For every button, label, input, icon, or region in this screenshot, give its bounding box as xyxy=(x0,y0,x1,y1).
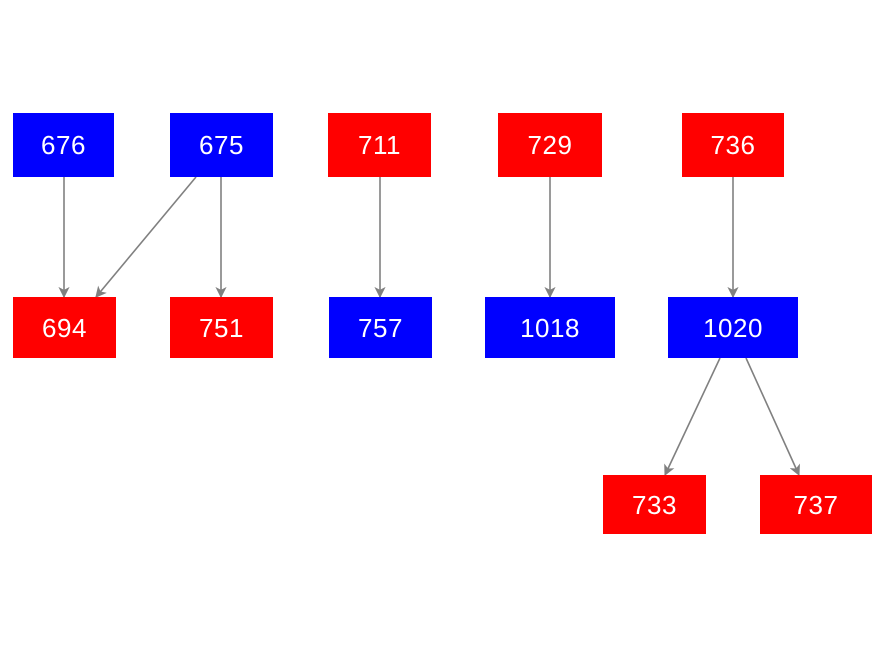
edge-1020-to-737 xyxy=(745,357,800,477)
node-label: 757 xyxy=(358,312,403,343)
node-733[interactable]: 733 xyxy=(603,475,706,534)
node-label: 751 xyxy=(199,312,244,343)
node-label: 711 xyxy=(358,130,401,160)
edge-1020-to-733 xyxy=(664,357,721,477)
node-676[interactable]: 676 xyxy=(13,113,114,177)
node-label: 1018 xyxy=(520,312,580,343)
node-label: 1020 xyxy=(703,312,763,343)
node-757[interactable]: 757 xyxy=(329,297,432,358)
node-label: 694 xyxy=(42,312,87,343)
node-label: 676 xyxy=(41,130,86,160)
node-1020[interactable]: 1020 xyxy=(668,297,798,358)
node-1018[interactable]: 1018 xyxy=(485,297,615,358)
node-737[interactable]: 737 xyxy=(760,475,872,534)
node-751[interactable]: 751 xyxy=(170,297,273,358)
node-736[interactable]: 736 xyxy=(682,113,784,177)
node-label: 675 xyxy=(199,130,244,160)
node-label: 729 xyxy=(527,130,573,160)
node-694[interactable]: 694 xyxy=(13,297,116,358)
edge-675-to-694 xyxy=(95,176,197,298)
node-label: 737 xyxy=(793,489,839,520)
node-711[interactable]: 711 xyxy=(328,113,431,177)
node-675[interactable]: 675 xyxy=(170,113,273,177)
node-label: 736 xyxy=(710,130,756,160)
node-label: 733 xyxy=(632,489,677,520)
node-729[interactable]: 729 xyxy=(498,113,602,177)
